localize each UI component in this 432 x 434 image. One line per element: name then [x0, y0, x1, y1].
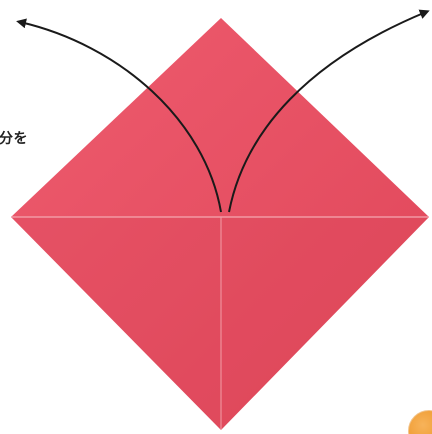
instruction-text: 分を [0, 128, 28, 148]
paper-lower-half [11, 217, 429, 430]
